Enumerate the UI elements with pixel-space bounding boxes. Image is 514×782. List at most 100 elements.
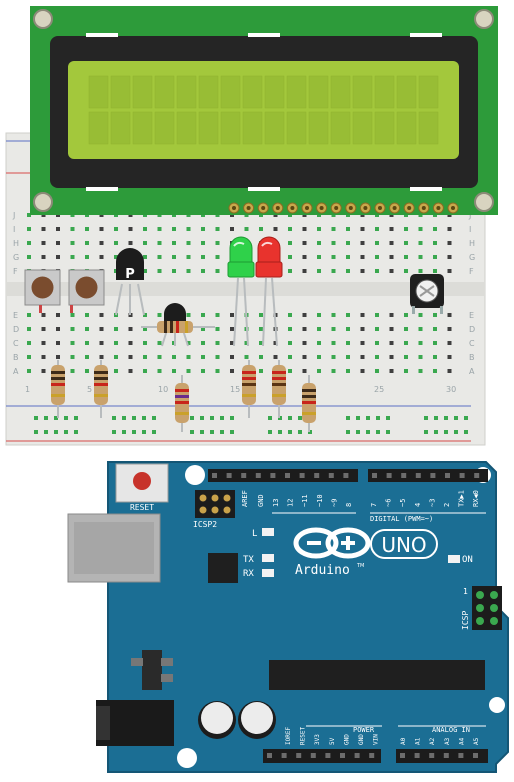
icsp2-pin [223, 506, 231, 514]
l-led-label: L [252, 529, 257, 539]
icsp-pin [490, 591, 498, 599]
lcd-cell [154, 111, 175, 145]
breadboard-hole [375, 255, 379, 259]
breadboard-hole [375, 313, 379, 317]
lcd-cell [418, 111, 439, 145]
push-button-1 [24, 269, 61, 313]
lcd-header-pins [228, 202, 459, 214]
rail-hole [44, 430, 48, 434]
header-pin [414, 753, 420, 758]
breadboard-hole [27, 327, 31, 331]
breadboard-hole [447, 341, 452, 345]
column-label-5: 5 [87, 385, 92, 394]
breadboard-hole [288, 341, 292, 345]
breadboard-hole [186, 269, 191, 273]
breadboard-hole [143, 313, 147, 317]
breadboard-hole [157, 355, 162, 359]
lcd-cell [396, 111, 417, 145]
voltage-regulator [142, 650, 162, 690]
gnd-label: GND [257, 494, 265, 507]
breadboard-hole [157, 313, 162, 317]
rail-hole [346, 416, 350, 420]
breadboard-hole [360, 341, 365, 345]
rail-hole [346, 430, 350, 434]
breadboard-hole [259, 341, 263, 345]
transistor-p-label: P [125, 267, 135, 282]
breadboard-hole [447, 241, 452, 245]
header-pin [474, 473, 480, 478]
icsp2-label: ICSP2 [193, 520, 217, 529]
breadboard-hole [143, 341, 147, 345]
icsp2-pin [223, 494, 231, 502]
analog-pin-label-4: A4 [458, 737, 465, 745]
rail-hole [444, 416, 448, 420]
breadboard-hole [230, 369, 234, 373]
breadboard-hole [302, 313, 307, 317]
rail-hole [200, 430, 204, 434]
icsp-pin [490, 604, 498, 612]
breadboard-hole [346, 369, 350, 373]
breadboard-hole [433, 313, 437, 317]
analog-pin-label-5: A5 [473, 737, 480, 745]
lcd-cell [110, 111, 131, 145]
breadboard-hole [288, 313, 292, 317]
header-pin [400, 753, 405, 758]
header-pin [415, 473, 421, 478]
breadboard-hole [418, 255, 423, 259]
brand-label: Arduino [295, 563, 350, 578]
rail-hole [190, 430, 194, 434]
header-pin [372, 473, 377, 478]
header-pin [354, 753, 360, 758]
breadboard-hole [99, 341, 104, 345]
breadboard-hole [404, 241, 408, 245]
header-pin [325, 753, 331, 758]
breadboard-hole [288, 269, 292, 273]
breadboard-hole [157, 241, 162, 245]
rail-hole [356, 430, 360, 434]
breadboard-hole [157, 255, 162, 259]
led-green [227, 236, 255, 278]
breadboard-hole [41, 369, 46, 373]
breadboard-hole [404, 269, 408, 273]
breadboard-hole [302, 255, 307, 259]
lcd-module [30, 6, 498, 215]
breadboard-hole [201, 327, 205, 331]
rail-hole [376, 416, 380, 420]
on-led-label: ON [462, 555, 473, 565]
breadboard-hole [331, 355, 336, 359]
breadboard-hole [418, 227, 423, 231]
breadboard-hole [56, 313, 60, 317]
arduino-uno-board: RESET ICSP2 [67, 461, 509, 773]
resistor-3 [175, 383, 189, 423]
row-label-right-e: E [469, 311, 474, 320]
breadboard-hole [404, 327, 408, 331]
breadboard-hole [433, 327, 437, 331]
rail-hole [54, 430, 58, 434]
breadboard-hole [99, 355, 104, 359]
breadboard-hole [331, 241, 336, 245]
row-label-left-i: I [13, 225, 15, 234]
rail-hole [210, 416, 214, 420]
components: P [24, 236, 444, 432]
breadboard-hole [172, 269, 176, 273]
row-label-left-f: F [13, 267, 18, 276]
analog-pin-label-3: A3 [444, 737, 451, 745]
breadboard-hole [56, 227, 60, 231]
breadboard-hole [331, 369, 336, 373]
breadboard-hole [143, 369, 147, 373]
usb-chip [208, 553, 238, 583]
breadboard-hole [273, 355, 278, 359]
status-leds: L TX RX ON [243, 528, 473, 579]
breadboard-hole [360, 369, 365, 373]
breadboard-hole [114, 241, 118, 245]
icsp-pin-1-label: 1 [463, 587, 468, 596]
breadboard-hole [346, 227, 350, 231]
breadboard-hole [375, 355, 379, 359]
breadboard-hole [360, 241, 365, 245]
header-pin [343, 473, 349, 478]
breadboard-hole [244, 341, 249, 345]
lcd-cell [88, 111, 109, 145]
lcd-cell [374, 111, 395, 145]
breadboard-hole [99, 313, 104, 317]
